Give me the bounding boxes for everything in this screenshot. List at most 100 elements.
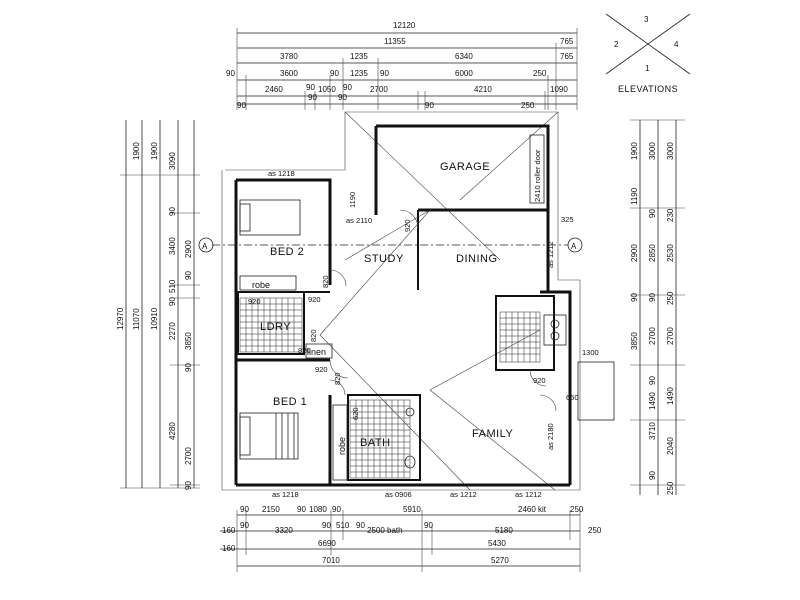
dim-top-3600: 3600 <box>280 69 298 78</box>
dim-left-90e: 90 <box>184 481 193 490</box>
left-dimensions: 12970 1900 11070 1900 10910 3090 90 3400… <box>116 120 200 490</box>
dim-bottom-2150: 2150 <box>262 505 280 514</box>
door-label-study-820: 820 <box>321 275 330 288</box>
dim-right-3000a: 3000 <box>648 142 657 160</box>
dim-left-3850: 3850 <box>184 332 193 350</box>
dim-right-2700a: 2700 <box>648 327 657 345</box>
bed1-bed <box>239 412 299 460</box>
dim-right-90d: 90 <box>648 376 657 385</box>
dim-right-1490a: 1490 <box>648 392 657 410</box>
dim-left-90d: 90 <box>184 363 193 372</box>
dim-top-90d: 90 <box>306 83 315 92</box>
label-robe-bed2: robe <box>252 280 270 290</box>
dim-right-2040: 2040 <box>666 437 675 455</box>
dim-top-90g: 90 <box>237 101 246 110</box>
dim-bottom-510: 510 <box>336 521 350 530</box>
elevations-label: ELEVATIONS <box>618 84 678 94</box>
door-label-bed1-820: 820 <box>333 372 342 385</box>
dim-right-3850: 3850 <box>630 332 639 350</box>
dim-left-90a: 90 <box>168 207 177 216</box>
room-garage: GARAGE <box>440 161 490 173</box>
elevations-compass: 3 2 4 1 ELEVATIONS <box>605 13 691 94</box>
door-label-linen-820: 820 <box>298 346 311 355</box>
dim-bottom-5180: 5180 <box>495 526 513 535</box>
window-label-bed1-bottom: as 1218 <box>272 490 299 499</box>
dim-right-3710: 3710 <box>648 422 657 440</box>
dim-bottom-1080: 1080 <box>309 505 327 514</box>
label-robe-bed1: robe <box>337 437 347 455</box>
dim-bottom-160b: 160 <box>222 544 236 553</box>
roller-door <box>529 134 545 204</box>
dim-bottom-2500bath: 2500 bath <box>367 526 403 535</box>
dim-right-90c: 90 <box>648 293 657 302</box>
elevation-2: 2 <box>614 40 619 49</box>
window-label-family-bottom-b: as 1212 <box>515 490 542 499</box>
dim-top-1050: 1050 <box>318 85 336 94</box>
window-label-study: as 2110 <box>346 216 372 225</box>
dim-top-90h: 90 <box>308 93 317 102</box>
dim-bottom-5270: 5270 <box>491 556 509 565</box>
window-label-kitchen: as 1212 <box>546 241 555 268</box>
dim-top-90i: 90 <box>338 93 347 102</box>
dim-right-230: 230 <box>666 208 675 222</box>
dim-top-90f: 90 <box>425 101 434 110</box>
dim-top-1090: 1090 <box>550 85 568 94</box>
door-label-bed2-920: 920 <box>308 295 321 304</box>
dim-bottom-5910: 5910 <box>403 505 421 514</box>
room-bed1: BED 1 <box>273 396 307 408</box>
dim-bottom-2460kit: 2460 kit <box>518 505 547 514</box>
label-linen: linen <box>307 347 326 357</box>
dim-right-1190: 1190 <box>630 187 639 205</box>
dim-garage-325: 325 <box>561 215 574 224</box>
door-label-ldry-820: 820 <box>309 329 318 342</box>
dim-bottom-90b: 90 <box>297 505 306 514</box>
dim-top-765b: 765 <box>560 52 574 61</box>
room-family: FAMILY <box>472 428 513 440</box>
bed1-robe <box>332 404 348 481</box>
elevation-1: 1 <box>645 64 650 73</box>
room-bath: BATH <box>360 437 391 449</box>
dim-deck-1300: 1300 <box>582 348 599 357</box>
dim-left-10910: 10910 <box>150 307 159 330</box>
dim-top-90c: 90 <box>380 69 389 78</box>
section-line: A A <box>198 237 583 253</box>
window-label-top-bed2: as 1218 <box>268 169 295 178</box>
dim-right-90b: 90 <box>648 209 657 218</box>
dim-left-90b: 90 <box>168 297 177 306</box>
dim-bottom-90f: 90 <box>356 521 365 530</box>
dim-right-90e: 90 <box>648 471 657 480</box>
dim-bottom-90c: 90 <box>332 505 341 514</box>
door-label-ldry-920: 920 <box>248 297 261 306</box>
dim-left-4280: 4280 <box>168 422 177 440</box>
roof-outline <box>221 111 581 491</box>
dim-top-6000: 6000 <box>455 69 473 78</box>
dim-right-250b: 250 <box>666 481 675 495</box>
room-study: STUDY <box>364 253 404 265</box>
dim-bottom-90g: 90 <box>424 521 433 530</box>
dim-top-4210: 4210 <box>474 85 492 94</box>
door-label-hall-920: 920 <box>315 365 328 374</box>
dim-right-2700b: 2700 <box>666 327 675 345</box>
laundry-tiles <box>239 297 303 353</box>
dim-top-90e: 90 <box>343 83 352 92</box>
dim-left-3400: 3400 <box>168 237 177 255</box>
dim-top-250a: 250 <box>533 69 547 78</box>
dim-bottom-7010: 7010 <box>322 556 340 565</box>
dim-right-2530: 2530 <box>666 244 675 262</box>
walls <box>234 124 572 487</box>
dim-left-12970: 12970 <box>116 307 125 330</box>
bottom-dimensions: 90 2150 90 1080 90 5910 2460 kit 250 160… <box>220 505 602 572</box>
dim-top-90a: 90 <box>226 69 235 78</box>
dim-left-2900: 2900 <box>184 240 193 258</box>
dim-left-2700: 2700 <box>184 447 193 465</box>
dim-top-90b: 90 <box>330 69 339 78</box>
elevation-4: 4 <box>674 40 679 49</box>
dim-bottom-90d: 90 <box>240 521 249 530</box>
dim-top-2700: 2700 <box>370 85 388 94</box>
door-label-bath-620: 620 <box>351 407 360 420</box>
kitchen-tiles <box>499 311 567 363</box>
dim-right-2900: 2900 <box>630 244 639 262</box>
right-dimensions: 1900 1190 2900 90 3850 3000 90 2850 90 2… <box>630 119 685 495</box>
dim-bottom-5430: 5430 <box>488 539 506 548</box>
section-marker-left: A <box>202 242 208 251</box>
